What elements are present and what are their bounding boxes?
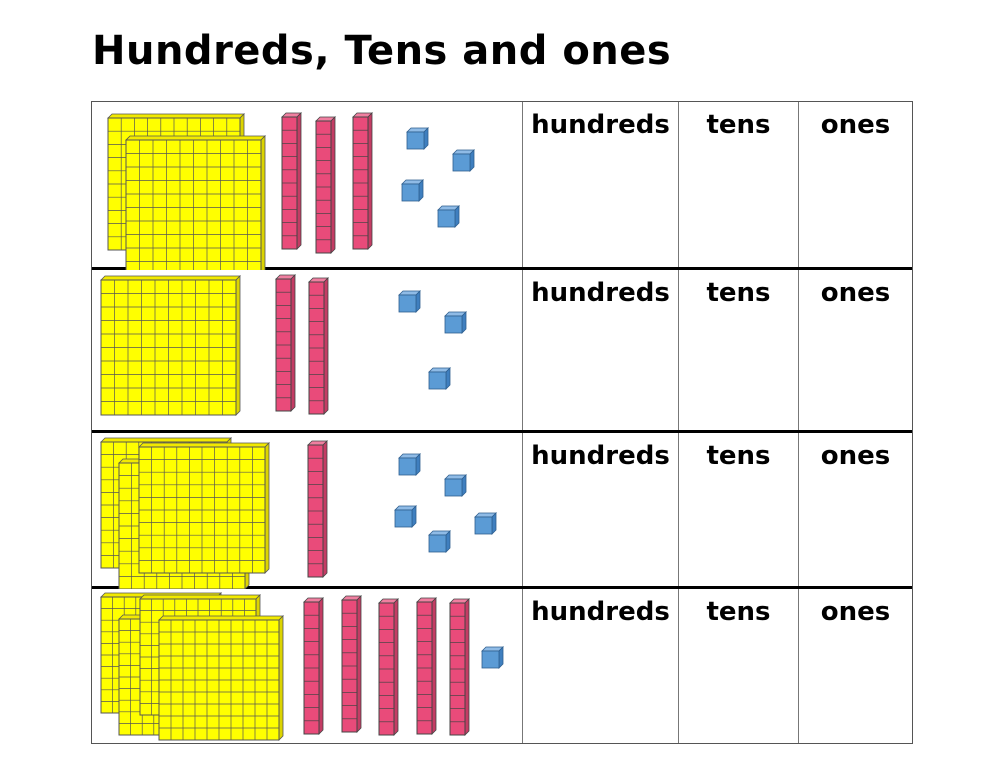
one-cube-block (398, 453, 421, 476)
ones-cell[interactable]: ones (820, 441, 891, 471)
one-cube-block (394, 505, 417, 528)
base-ten-blocks-illustration (100, 592, 504, 741)
ten-rod-block (308, 277, 329, 415)
tens-cell[interactable]: tens (679, 270, 799, 430)
one-cube-block (444, 311, 467, 334)
ones-cell[interactable]: ones (820, 278, 891, 308)
ones-cell[interactable]: ones (820, 597, 891, 627)
ten-rod-block (315, 116, 336, 254)
ones-cell[interactable]: ones (820, 110, 891, 140)
ten-rod-block (303, 597, 324, 735)
base-ten-blocks-cell (92, 589, 523, 743)
tens-cell[interactable]: tens (679, 433, 799, 586)
hundred-flat-block (100, 275, 241, 416)
ten-rod-block (275, 274, 296, 412)
ten-rod-block (378, 598, 399, 736)
table-row: hundreds tens ones (92, 589, 912, 743)
ten-rod-block (341, 595, 362, 733)
ten-rod-block (281, 112, 302, 250)
hundreds-cell[interactable]: hundreds (523, 433, 679, 586)
page-title: Hundreds, Tens and ones (92, 28, 672, 74)
one-cube-block (437, 205, 460, 228)
hundred-flat-block (138, 442, 270, 574)
base-ten-blocks-illustration (100, 437, 497, 589)
base-ten-blocks-illustration (107, 112, 475, 270)
one-cube-block (428, 367, 451, 390)
table-row: hundreds tens ones (92, 433, 912, 589)
base-ten-blocks-cell (92, 102, 523, 270)
one-cube-block (406, 127, 429, 150)
table-row: hundreds tens ones (92, 102, 912, 270)
one-cube-block (398, 290, 421, 313)
one-cube-block (401, 179, 424, 202)
one-cube-block (444, 474, 467, 497)
one-cube-block (428, 530, 451, 553)
base-ten-blocks-cell (92, 270, 523, 430)
one-cube-block (481, 646, 504, 669)
hundred-flat-block (125, 135, 266, 270)
one-cube-block (474, 512, 497, 535)
place-value-table: hundreds tens ones hundreds tens ones hu… (91, 101, 913, 744)
one-cube-block (452, 149, 475, 172)
ten-rod-block (416, 597, 437, 735)
hundreds-cell[interactable]: hundreds (523, 270, 679, 430)
tens-cell[interactable]: tens (679, 589, 799, 743)
hundred-flat-block (158, 615, 284, 741)
hundreds-cell[interactable]: hundreds (523, 102, 679, 267)
base-ten-blocks-illustration (100, 274, 467, 416)
base-ten-blocks-cell (92, 433, 523, 589)
tens-cell[interactable]: tens (679, 102, 799, 267)
ten-rod-block (307, 440, 328, 578)
table-row: hundreds tens ones (92, 270, 912, 433)
hundreds-cell[interactable]: hundreds (523, 589, 679, 743)
ten-rod-block (449, 598, 470, 736)
ten-rod-block (352, 112, 373, 250)
